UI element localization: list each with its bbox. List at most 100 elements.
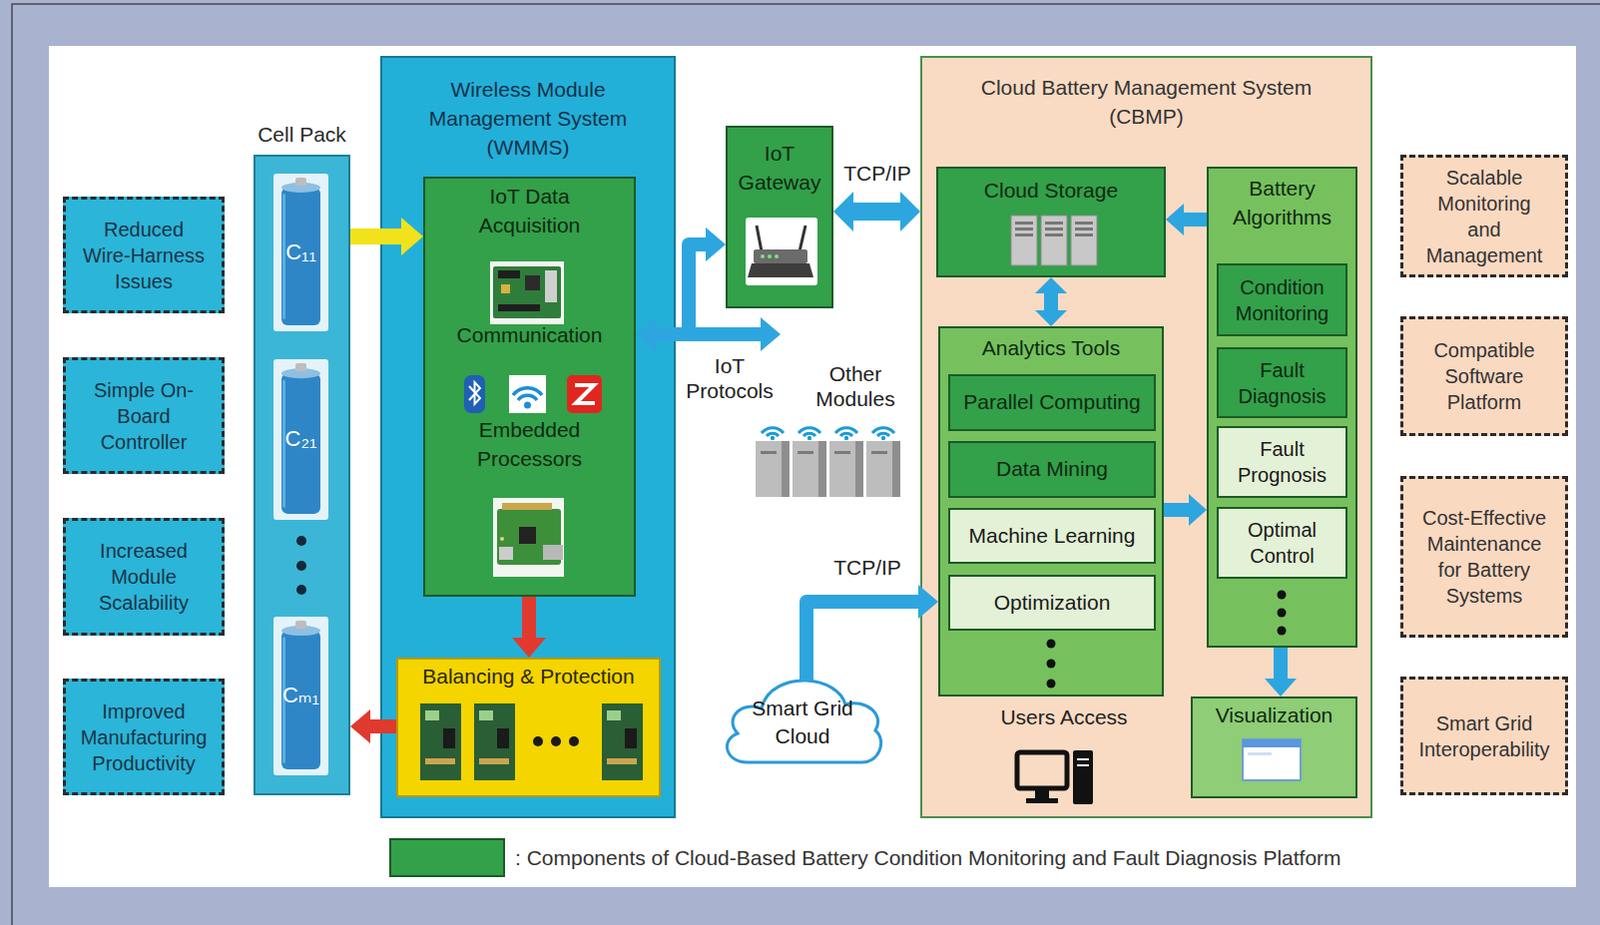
storage-server-picture <box>1011 215 1038 266</box>
legend-text: : Components of Cloud-Based Battery Cond… <box>515 845 1342 871</box>
block-arrow <box>853 202 901 221</box>
battery-cell-shape <box>295 620 307 629</box>
balancing-board-picture <box>601 703 643 781</box>
platform-box: Cloud Storage <box>936 166 1166 278</box>
feature-box: Compatible Software Platform <box>1400 316 1569 437</box>
wireless-signal-dot <box>770 436 886 441</box>
text-slot: Cₘ₁ <box>273 616 329 776</box>
gateway-router-picture <box>767 254 772 259</box>
sensor-board-picture <box>498 270 521 279</box>
ellipsis-dots <box>1047 639 1057 649</box>
text-slot: Visualization <box>1192 701 1356 729</box>
sensor-board-picture <box>501 284 511 294</box>
module-picture <box>834 451 851 455</box>
storage-server-picture <box>1074 233 1093 237</box>
protection-box: Balancing & Protection <box>396 657 661 798</box>
node-text: Balancing & Protection <box>422 662 634 690</box>
text-slot: IoT Data Acquisition <box>425 182 634 241</box>
gateway-router-picture <box>753 249 808 264</box>
wireless-signal-icon <box>766 433 779 437</box>
function-box: Fault Prognosis <box>1216 426 1348 499</box>
balancing-board-picture <box>479 758 510 765</box>
text-slot: Optimization <box>950 576 1154 629</box>
system-panel: Wireless Module Management System (WMMS)… <box>380 55 676 819</box>
text-slot: Simple On-Board Controller <box>65 360 222 472</box>
bluetooth-icon <box>464 375 486 414</box>
balancing-board-picture <box>425 710 440 721</box>
sensor-board-picture <box>525 275 540 291</box>
battery-cell-shape <box>281 630 321 770</box>
text-slot: Balancing & Protection <box>398 662 659 690</box>
block-arrow <box>350 228 402 245</box>
zigbee-icon <box>574 385 595 404</box>
sensor-board-picture <box>490 261 564 325</box>
gateway-router-picture <box>745 217 818 286</box>
balancing-board-picture <box>606 758 637 765</box>
processor-board-picture <box>499 546 514 560</box>
storage-server-picture <box>1045 233 1064 237</box>
wireless-signal-icon <box>840 433 853 437</box>
node-text: Simple On-Board Controller <box>73 377 214 456</box>
block-arrow <box>370 719 397 734</box>
processor-board-picture <box>502 503 552 511</box>
cloud-outline <box>717 678 888 766</box>
processor-board-picture <box>500 536 505 541</box>
text-slot: Smart Grid Cloud <box>717 678 888 766</box>
storage-server-picture <box>1070 215 1097 266</box>
battery-cell-shape <box>282 193 286 320</box>
wireless-signal-icon <box>803 433 816 437</box>
gateway-router-picture <box>799 225 806 252</box>
function-box: Machine Learning <box>948 508 1156 564</box>
module-picture <box>760 451 777 455</box>
feature-box: Scalable Monitoring and Management <box>1400 154 1569 278</box>
node-text: Increased Module Scalability <box>73 537 214 616</box>
text-slot: Reduced Wire-Harness Issues <box>65 199 222 311</box>
storage-server-picture <box>1015 227 1034 231</box>
module-picture <box>892 441 901 498</box>
module-picture <box>792 441 827 498</box>
text-slot: Cloud Storage <box>938 176 1164 206</box>
ellipsis-dots <box>1277 626 1287 636</box>
node-text: Smart Grid Interoperability <box>1409 710 1560 763</box>
node-text: IoT Data Acquisition <box>440 182 620 241</box>
node-text: C₂₁ <box>285 426 318 453</box>
storage-server-picture <box>1045 221 1064 225</box>
node-text: Fault Prognosis <box>1221 436 1344 489</box>
protocol-arrow <box>681 317 781 352</box>
battery-cell: C₂₁ <box>273 359 329 521</box>
block-arrow <box>1163 503 1189 518</box>
node-text: Cloud Storage <box>984 176 1118 206</box>
text-slot: Analytics Tools <box>940 334 1162 364</box>
wifi-icon <box>513 388 542 396</box>
cloud-shape: Smart Grid Cloud <box>717 678 888 766</box>
legend-swatch <box>389 838 506 878</box>
benefit-box: Improved Manufacturing Productivity <box>62 678 225 796</box>
computer-icon <box>1017 750 1093 805</box>
node-text: Communication <box>457 321 603 351</box>
wireless-signal-icon <box>761 428 784 434</box>
background <box>11 3 1600 925</box>
cell-pack-box: Cell PackC₁₁C₂₁Cₘ₁ <box>253 154 351 796</box>
computer-icon <box>1026 798 1059 804</box>
battery-cell-shape <box>273 173 329 332</box>
balancing-board-picture <box>425 758 456 765</box>
platform-box: Data Mining <box>948 441 1156 499</box>
battery-cell-shape <box>295 363 307 372</box>
window-icon <box>1242 739 1301 781</box>
wireless-signal-dot <box>844 436 849 441</box>
storage-server-picture <box>1074 221 1093 225</box>
text-slot: Wireless Module Management System (WMMS) <box>382 75 674 163</box>
gateway-router-picture <box>760 254 765 259</box>
protocol-arrow <box>681 327 761 342</box>
text-slot: Cloud Battery Management System (CBMP) <box>922 73 1371 132</box>
balancing-board-picture <box>606 710 621 721</box>
text-slot: Machine Learning <box>950 510 1154 562</box>
node-text: Battery Algorithms <box>1212 174 1353 233</box>
computer-icon <box>1076 758 1089 761</box>
group-panel: Analytics ToolsParallel ComputingData Mi… <box>938 326 1164 697</box>
sensor-board-picture <box>493 266 561 319</box>
wifi-icon <box>518 395 537 401</box>
